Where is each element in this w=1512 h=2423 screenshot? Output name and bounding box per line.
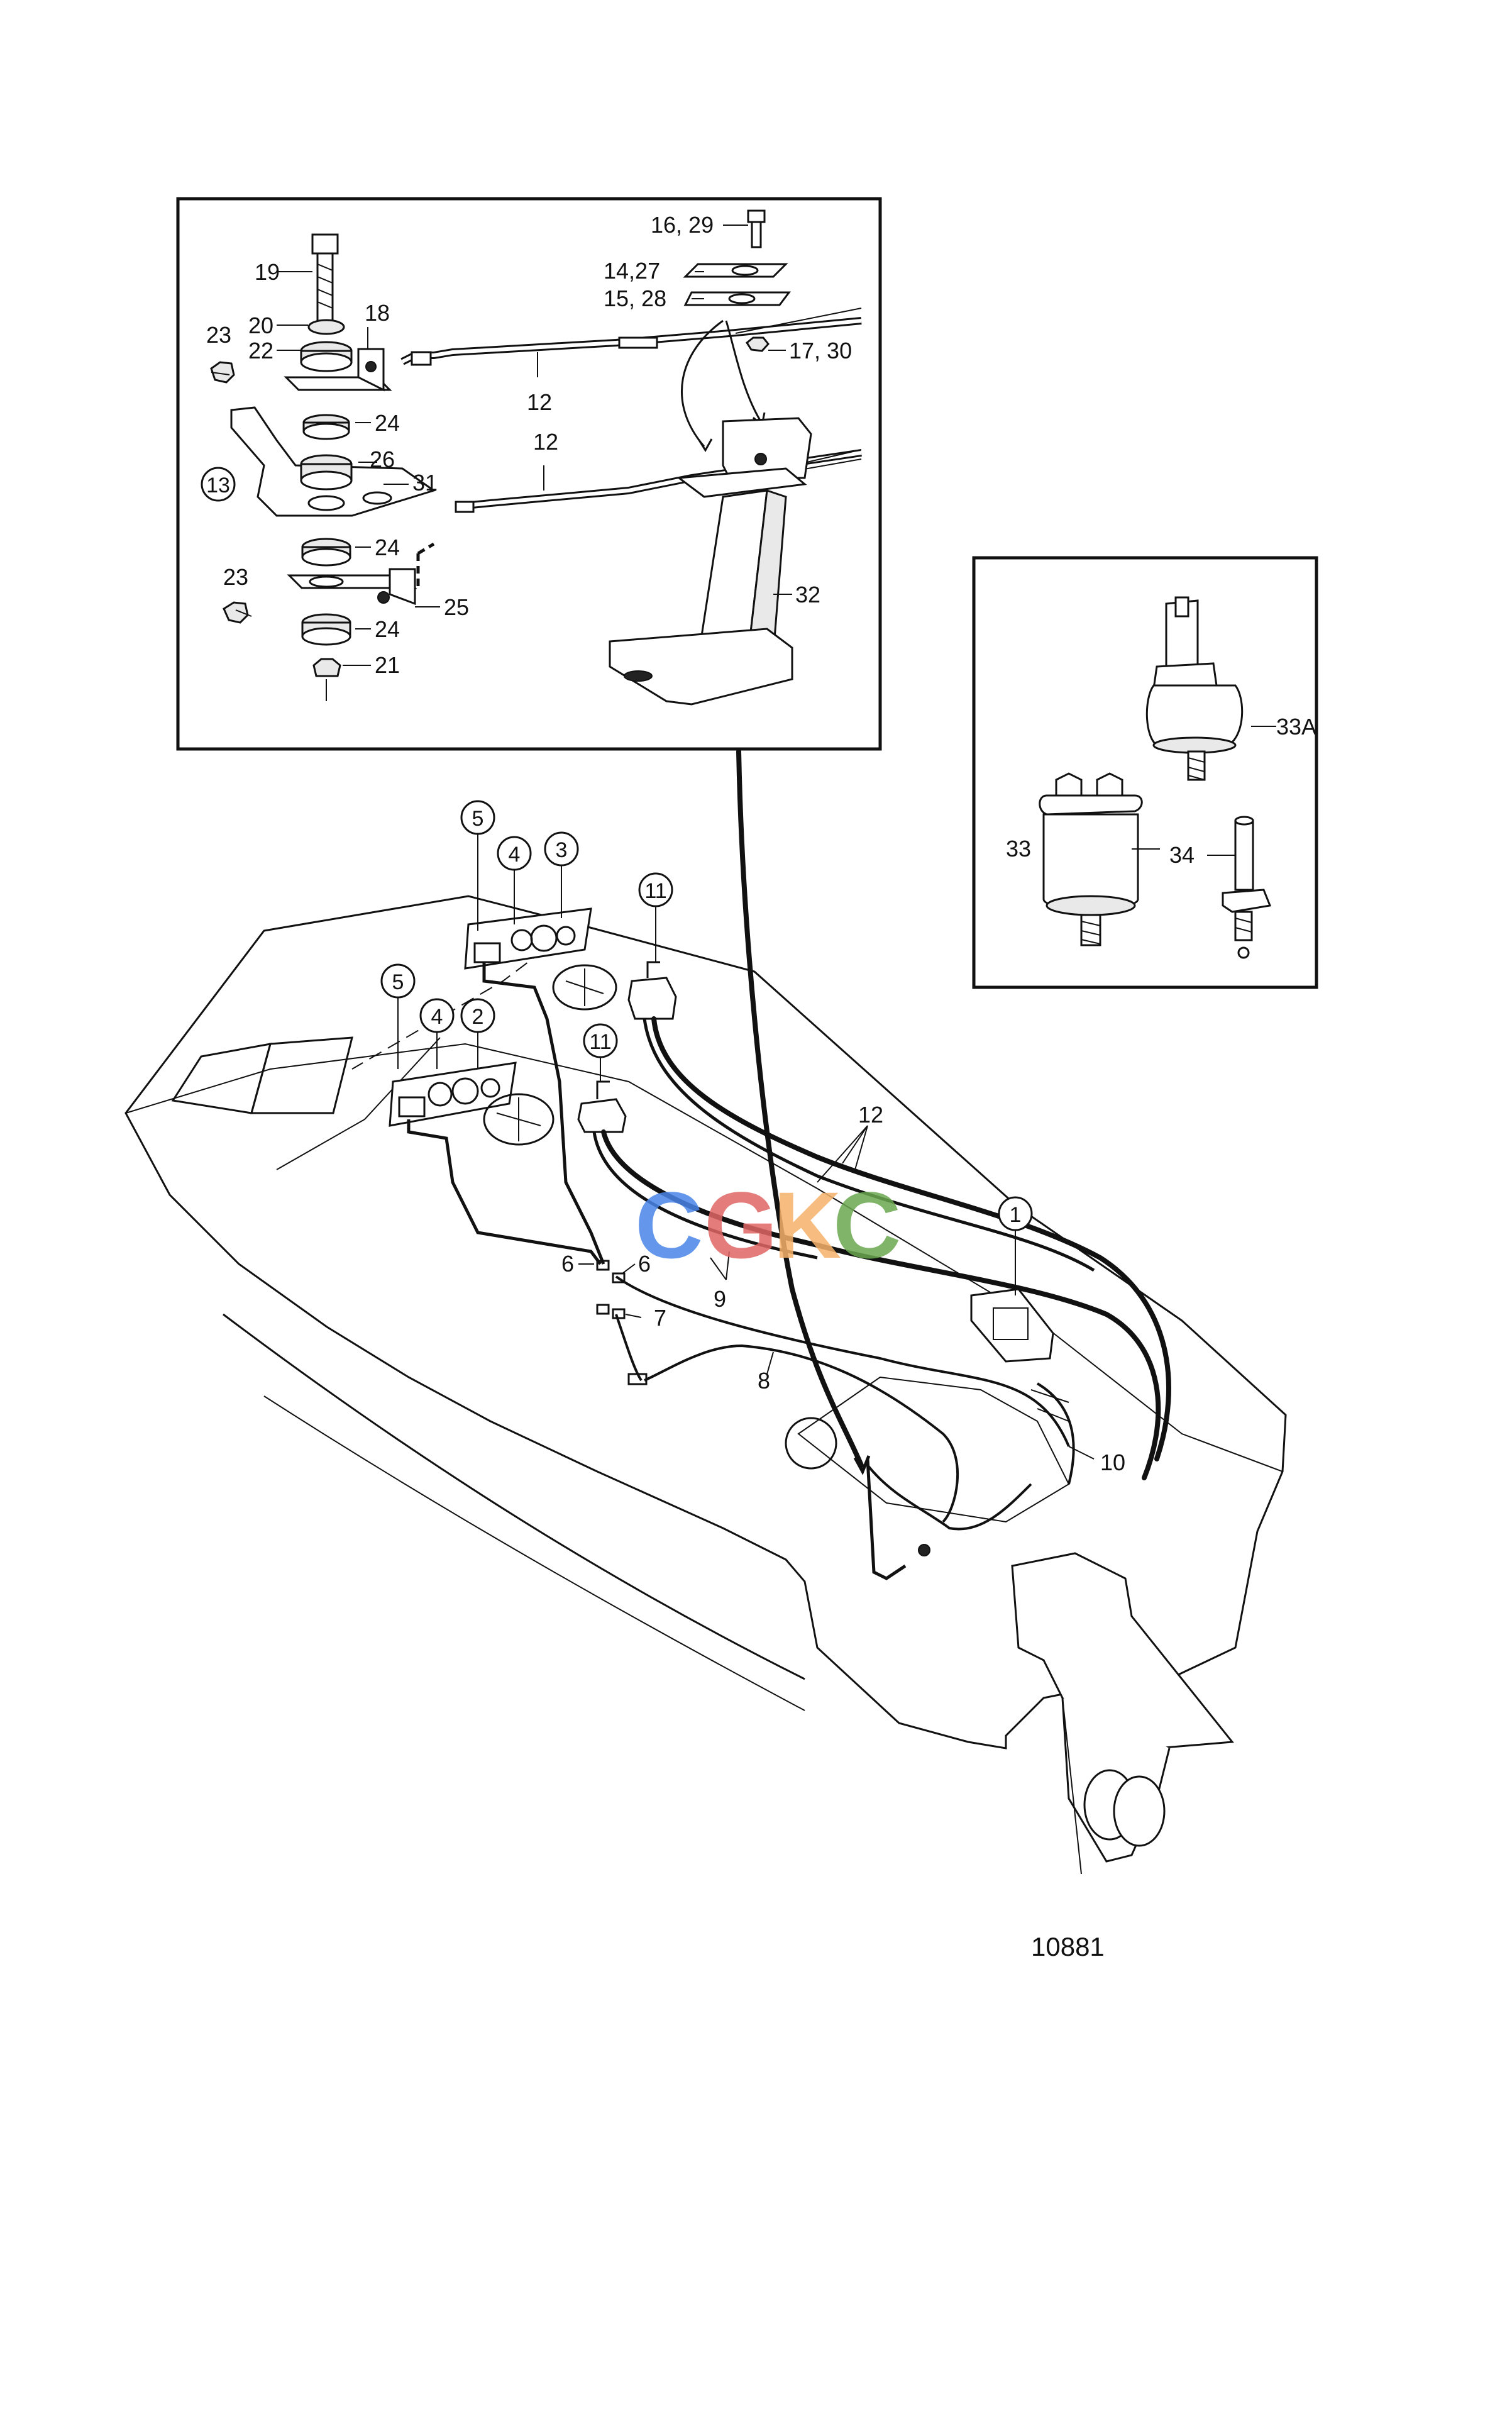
label-19: 19 — [255, 259, 280, 285]
callout-11-lower: 11 — [589, 1030, 611, 1054]
control-lever-11-upper-icon — [627, 961, 677, 1020]
bracket-25-icon — [287, 542, 435, 606]
arrow-left — [680, 319, 724, 447]
hull-outline — [124, 895, 1287, 1749]
label-34: 34 — [1169, 842, 1195, 868]
screw-16-29-icon — [747, 209, 766, 248]
washer-20-icon — [307, 319, 345, 335]
sensor-inset-frame — [972, 556, 1318, 989]
sensor-34-icon — [1222, 816, 1272, 959]
drawing-number: 10881 — [1031, 1932, 1105, 1961]
shift-cable-upper — [651, 1016, 1171, 1461]
label-8: 8 — [758, 1368, 770, 1394]
label-20: 20 — [248, 313, 273, 338]
label-25: 25 — [444, 594, 469, 620]
bushing-22-icon — [300, 341, 353, 372]
label-14-27: 14,27 — [604, 258, 660, 284]
label-32: 32 — [795, 582, 820, 607]
watermark-letter-3: K — [773, 1172, 841, 1278]
damper-24-bottom-icon — [301, 613, 351, 646]
nut-21-icon — [312, 658, 341, 701]
plate-31-icon — [230, 406, 436, 517]
shift-cable-lower — [601, 1129, 1161, 1480]
engine-flywheel — [785, 1417, 837, 1470]
sensor-33-icon — [1039, 772, 1143, 946]
leader-lines — [211, 225, 792, 666]
callout-11-upper: 11 — [644, 879, 666, 903]
mounting-detail-inset: 19 20 22 18 23 24 26 31 13 24 23 25 24 2… — [176, 197, 882, 751]
callout-circle-13 — [201, 467, 236, 502]
main-cable — [736, 749, 864, 1468]
nut-23-icon — [210, 361, 235, 384]
label-33: 33 — [1006, 836, 1031, 862]
label-16-29: 16, 29 — [651, 212, 714, 238]
sensor-inset: 33A 33 34 — [972, 556, 1318, 989]
label-26: 26 — [370, 446, 395, 472]
outdrive-icon — [1011, 1552, 1234, 1875]
label-9: 9 — [714, 1286, 726, 1312]
dashboard-lower-icon — [389, 1062, 555, 1146]
window-1 — [171, 1043, 272, 1114]
watermark-letter-1: C — [635, 1172, 703, 1278]
hull-chine — [223, 1313, 805, 1680]
damper-24-lower-icon — [301, 538, 351, 567]
sensor-33A-icon — [1145, 596, 1244, 781]
label-24-c: 24 — [375, 616, 400, 642]
control-lever-11-lower-icon — [577, 1080, 627, 1133]
callout-3: 3 — [556, 838, 568, 862]
label-23-b: 23 — [223, 564, 248, 590]
callout-4-lower: 4 — [431, 1005, 443, 1029]
bracket-32-icon — [609, 417, 812, 706]
label-6-left: 6 — [561, 1251, 574, 1277]
label-23: 23 — [206, 322, 231, 348]
callout-4-upper: 4 — [509, 843, 521, 867]
bracket-18-icon — [284, 348, 392, 392]
callout-5-lower: 5 — [392, 970, 404, 994]
callout-1: 1 — [1010, 1203, 1022, 1227]
label-24-b: 24 — [375, 535, 400, 560]
hull-waterline — [263, 1395, 805, 1711]
label-12: 12 — [858, 1102, 883, 1128]
label-12-lower: 12 — [533, 429, 558, 455]
watermark-letter-4: C — [833, 1172, 901, 1278]
label-18: 18 — [365, 300, 390, 326]
label-10: 10 — [1100, 1450, 1125, 1475]
label-22: 22 — [248, 338, 273, 363]
inset-frame — [176, 197, 882, 751]
label-31: 31 — [412, 470, 438, 496]
watermark-letter-2: G — [704, 1172, 778, 1278]
label-15-28: 15, 28 — [604, 286, 666, 311]
label-21: 21 — [375, 652, 400, 678]
dashboard-upper-icon — [464, 907, 617, 1011]
nut-23-lower-icon — [223, 601, 249, 624]
label-33A: 33A — [1276, 714, 1316, 740]
engine-block — [797, 1376, 1070, 1523]
window-2 — [250, 1036, 353, 1114]
callout-5-upper: 5 — [472, 807, 484, 831]
watermark: C G K C — [635, 1172, 901, 1278]
label-12-upper: 12 — [527, 389, 552, 415]
label-7: 7 — [654, 1305, 666, 1331]
label-13: 13 — [206, 474, 230, 497]
boat-illustration: 5 4 3 11 5 4 2 11 1 12 6 6 7 9 8 10 — [124, 749, 1287, 1875]
nut-17-30-icon — [746, 336, 770, 352]
label-24: 24 — [375, 410, 400, 436]
bolt-19-icon — [311, 233, 339, 324]
damper-24-icon — [302, 414, 350, 440]
label-17-30: 17, 30 — [789, 338, 852, 363]
callout-2: 2 — [472, 1005, 484, 1029]
arrow-right — [725, 320, 762, 422]
label-6-right: 6 — [638, 1251, 651, 1277]
junction-box-1-icon — [970, 1288, 1054, 1363]
